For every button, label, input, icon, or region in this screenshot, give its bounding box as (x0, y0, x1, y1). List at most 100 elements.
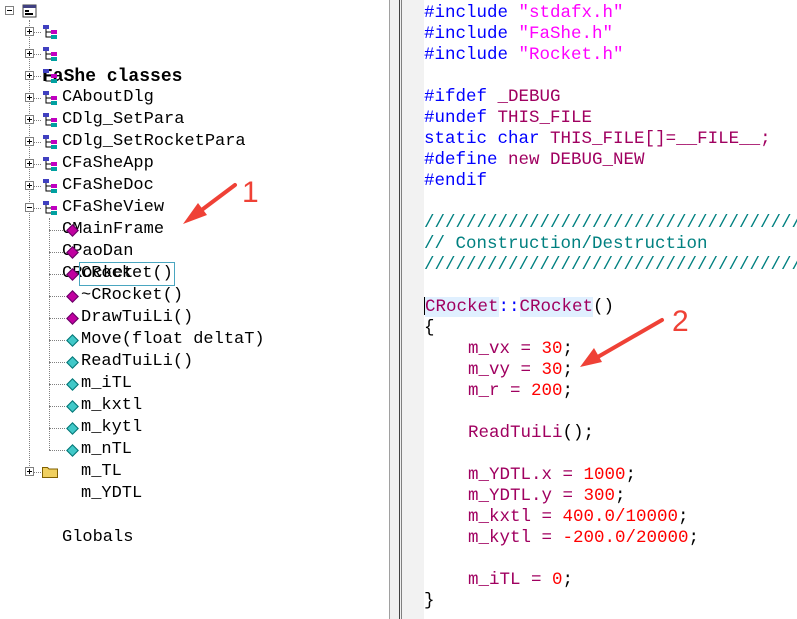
code-line: ////////////////////////////////////// (424, 213, 797, 233)
folder-icon (42, 467, 58, 478)
code-line: #undef THIS_FILE (424, 108, 593, 128)
method-icon (66, 312, 79, 325)
code-line: #include "Rocket.h" (424, 45, 624, 65)
field-icon (66, 334, 79, 347)
tree-method-label: CRocket() (79, 262, 175, 286)
class-icon (43, 47, 57, 61)
tree-method-row[interactable]: DrawTuiLi() (0, 263, 193, 327)
expand-toggle[interactable] (25, 115, 34, 124)
tree-field-row[interactable]: m_kytl (0, 373, 142, 437)
collapse-toggle[interactable] (25, 203, 34, 212)
tree-class-row[interactable]: CAboutDlg (0, 21, 154, 107)
text-caret (424, 297, 425, 316)
tree-class-label: CRocket (62, 264, 134, 283)
code-line: } (424, 591, 435, 611)
class-view-root-icon (22, 4, 37, 18)
tree-field-row[interactable]: m_iTL (0, 329, 132, 393)
code-line: m_kytl = -200.0/20000; (468, 528, 700, 548)
annotation-label-1: 1 (242, 176, 259, 209)
code-line: ReadTuiLi(); (468, 423, 595, 443)
field-icon (66, 400, 79, 413)
tree-class-label: CFaSheView (62, 198, 165, 217)
code-line: // Construction/Destruction (424, 234, 708, 254)
expand-toggle[interactable] (25, 137, 34, 146)
tree-field-label: m_kytl (81, 418, 143, 437)
class-icon (43, 157, 57, 171)
tree-class-row-crocket[interactable]: CRocket (0, 197, 133, 283)
code-line: #ifdef _DEBUG (424, 87, 561, 107)
tree-class-row[interactable]: CPaoDan (0, 175, 133, 261)
code-line: m_kxtl = 400.0/10000; (468, 507, 689, 527)
tree-root-label: FaShe classes (42, 67, 183, 87)
code-line: { (424, 318, 435, 338)
collapse-toggle[interactable] (5, 6, 14, 15)
tree-class-label: CDlg_SetPara (62, 110, 185, 129)
tree-class-label: CFaSheDoc (62, 176, 154, 195)
tree-field-label: m_YDTL (81, 484, 143, 503)
tree-class-label: CPaoDan (62, 242, 134, 261)
tree-field-label: m_TL (81, 462, 122, 481)
expand-toggle[interactable] (25, 181, 34, 190)
tree-field-row[interactable]: m_nTL (0, 395, 132, 459)
class-icon (43, 113, 57, 127)
field-icon (66, 422, 79, 435)
tree-class-label: CAboutDlg (62, 88, 154, 107)
field-icon (66, 356, 79, 369)
code-line: m_iTL = 0; (468, 570, 574, 590)
annotation-label-2: 2 (672, 305, 689, 338)
tree-field-row[interactable]: m_TL (0, 417, 122, 481)
method-icon (66, 290, 79, 303)
class-icon (43, 25, 57, 39)
code-line: #define new DEBUG_NEW (424, 150, 645, 170)
tree-class-label: CMainFrame (62, 220, 165, 239)
expand-toggle[interactable] (25, 71, 34, 80)
expand-toggle[interactable] (25, 49, 34, 58)
tree-field-row[interactable]: m_kxtl (0, 351, 142, 415)
field-icon (66, 444, 79, 457)
code-line: m_vx = 30; (468, 339, 574, 359)
tree-class-row[interactable]: CMainFrame (0, 153, 164, 239)
code-line-constructor: CRocket::CRocket() (424, 297, 615, 317)
tree-method-row[interactable]: ~CRocket() (0, 241, 183, 305)
expand-toggle[interactable] (25, 159, 34, 168)
tree-field-label: m_nTL (81, 440, 133, 459)
editor-gutter (402, 0, 424, 619)
expand-toggle[interactable] (25, 467, 34, 476)
tree-root[interactable]: FaShe classes (0, 0, 389, 87)
tree-method-row[interactable]: Move(float deltaT) (0, 285, 265, 349)
tree-field-row[interactable]: m_YDTL (0, 439, 142, 503)
class-icon (43, 135, 57, 149)
class-icon (43, 69, 57, 83)
tree-class-row[interactable]: CDlg_SetRocketPara (0, 65, 246, 151)
tree-globals-label: Globals (62, 528, 134, 547)
pane-splitter[interactable] (389, 0, 402, 619)
tree-class-row[interactable]: CFaSheView (0, 131, 164, 217)
tree-method-label: ReadTuiLi() (81, 352, 194, 371)
tree-field-label: m_kxtl (81, 396, 143, 415)
tree-field-label: m_iTL (81, 374, 133, 393)
expand-toggle[interactable] (25, 27, 34, 36)
tree-class-row[interactable]: CDlg_SetPara (0, 43, 184, 129)
code-line: #include "stdafx.h" (424, 3, 624, 23)
code-line: #include "FaShe.h" (424, 24, 614, 44)
tree-class-label: CDlg_SetRocketPara (62, 132, 246, 151)
tree-globals-row[interactable]: Globals (0, 461, 133, 547)
code-line: #endif (424, 171, 488, 191)
code-editor[interactable]: #include "stdafx.h" #include "FaShe.h" #… (402, 0, 797, 619)
code-line: static char THIS_FILE[]=__FILE__; (424, 129, 771, 149)
class-icon (43, 91, 57, 105)
tree-method-label: ~CRocket() (81, 286, 184, 305)
tree-method-label: Move(float deltaT) (81, 330, 265, 349)
code-line: m_vy = 30; (468, 360, 574, 380)
code-line: m_YDTL.x = 1000; (468, 465, 637, 485)
code-line: ////////////////////////////////////// (424, 255, 797, 275)
tree-class-label: CFaSheApp (62, 154, 154, 173)
tree-class-row[interactable]: CFaSheDoc (0, 109, 154, 195)
class-view-tree[interactable]: FaShe classes CAboutDlg CDlg_SetPara CDl… (0, 0, 389, 619)
tree-method-label: DrawTuiLi() (81, 308, 194, 327)
expand-toggle[interactable] (25, 93, 34, 102)
tree-method-row[interactable]: ReadTuiLi() (0, 307, 193, 371)
class-icon (43, 179, 57, 193)
tree-class-row[interactable]: CFaSheApp (0, 87, 154, 173)
tree-method-row[interactable]: CRocket() (0, 219, 175, 286)
